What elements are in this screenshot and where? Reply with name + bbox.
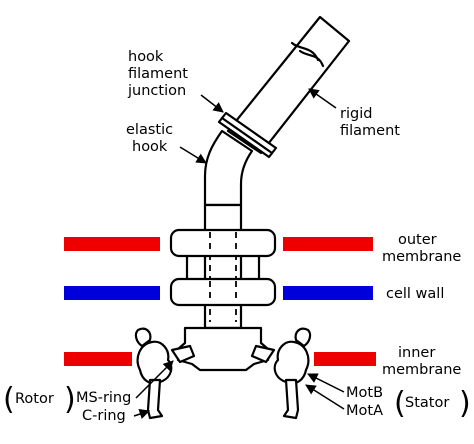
arrow-rigid-filament [308,88,337,109]
inner-membrane-bar-right [314,352,376,366]
label-inner-membrane-2: membrane [382,362,461,378]
arrow-elastic-hook [179,146,207,164]
label-elastic-hook-2: hook [132,139,168,155]
rotor-paren-close: ) [64,382,76,417]
label-ms-ring: MS-ring [76,390,131,406]
motb-left [134,327,152,348]
c-ring-right-piece [250,344,276,364]
cell-wall-bar-right [283,286,373,300]
label-rigid-filament-2: filament [340,123,400,139]
label-hook-filament-junction-1: hook [128,49,164,65]
c-ring-left-piece [170,344,196,364]
arrow-motb [307,373,345,393]
junction-ring-groove [220,116,274,155]
stator-paren-close: ) [459,386,471,421]
motb-right [294,327,312,348]
label-inner-membrane-1: inner [398,345,435,361]
cell-wall-bar-left [64,286,160,300]
label-outer-membrane-2: membrane [382,249,461,265]
label-motb: MotB [346,385,383,401]
label-hook-filament-junction-3: junction [127,83,186,99]
label-outer-membrane-1: outer [398,232,437,248]
rotor-paren-open: ( [3,382,15,417]
l-ring [169,228,277,258]
c-ring-right-leg [282,378,300,420]
label-hook-filament-junction-2: filament [128,66,188,82]
stator-paren-open: ( [394,386,406,421]
ring-connector [185,254,261,281]
label-rigid-filament-1: rigid [340,106,372,122]
arrow-mota [305,384,345,410]
mota-left [136,340,173,385]
mota-right [273,340,310,385]
arrow-c-ring [133,409,150,419]
outer-membrane-bar-right [283,237,373,251]
arrow-ms-ring [135,360,174,399]
label-mota: MotA [346,403,383,419]
inner-membrane-bar-left [64,352,132,366]
filament-break-mark-2 [298,49,325,68]
arrow-junction [200,94,224,113]
outer-membrane-bar-left [64,237,160,251]
rigid-filament [226,15,351,155]
label-rotor: Rotor [15,391,54,407]
label-cell-wall: cell wall [386,286,444,302]
label-elastic-hook-1: elastic [126,122,173,138]
label-c-ring: C-ring [82,408,126,424]
label-stator: Stator [405,395,449,411]
p-ring [169,277,277,307]
c-ring-left-leg [146,378,164,420]
